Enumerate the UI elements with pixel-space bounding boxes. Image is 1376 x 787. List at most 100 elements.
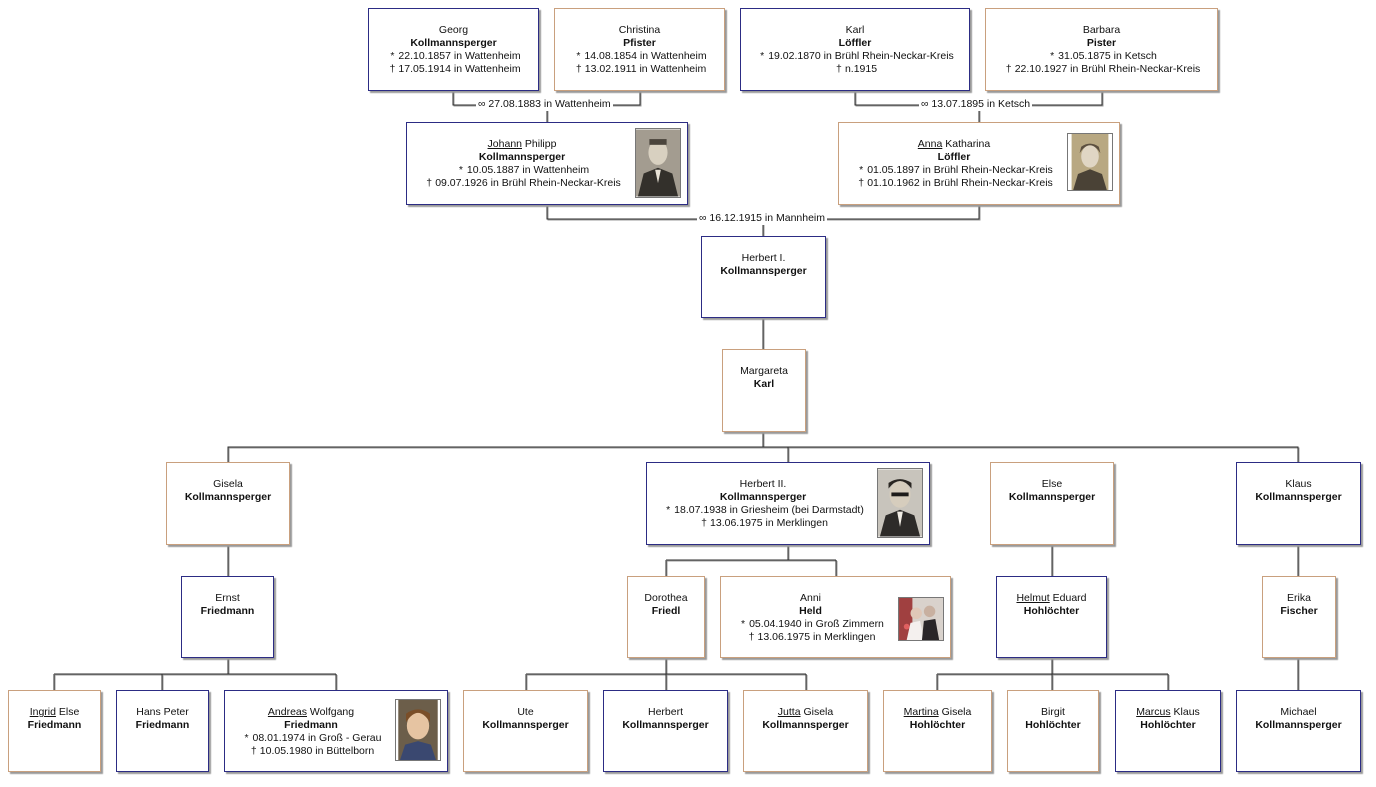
death-icon: † (389, 63, 396, 75)
person-box-dorothea[interactable]: Dorothea Friedl (627, 576, 705, 658)
given-name: Else (58, 706, 80, 718)
person-box-martina[interactable]: Martina Gisela Hohlöchter (883, 690, 992, 772)
person-name: Gisela (213, 478, 243, 490)
person-box-marcus[interactable]: Marcus Klaus Hohlöchter (1115, 690, 1221, 772)
call-name: Helmut (1016, 592, 1050, 604)
person-name: Dorothea (644, 592, 688, 604)
person-box-anni[interactable]: Anni Held *05.04.1940 in Groß Zimmern †1… (720, 576, 951, 658)
person-box-barbara[interactable]: Barbara Pister *31.05.1875 in Ketsch †22… (985, 8, 1218, 91)
person-box-margareta[interactable]: Margareta Karl (722, 349, 806, 432)
birth-icon: * (741, 618, 746, 630)
person-name: Klaus (1285, 478, 1312, 490)
person-box-ute[interactable]: Ute Kollmannsperger (463, 690, 588, 772)
given-name: Eduard (1052, 592, 1087, 604)
person-box-gisela[interactable]: Gisela Kollmannsperger (166, 462, 290, 545)
person-box-hans-peter[interactable]: Hans Peter Friedmann (116, 690, 209, 772)
marriage-date: 27.08.1883 in Wattenheim (488, 98, 611, 110)
person-box-jutta[interactable]: Jutta Gisela Kollmannsperger (743, 690, 868, 772)
person-box-karl[interactable]: Karl Löffler *19.02.1870 in Brühl Rhein-… (740, 8, 970, 91)
death-line: †13.02.1911 in Wattenheim (555, 63, 724, 76)
person-box-anna[interactable]: Anna Katharina Löffler *01.05.1897 in Br… (838, 122, 1120, 205)
death-line: †13.06.1975 in Merklingen (721, 631, 900, 644)
person-box-herbert-ii[interactable]: Herbert II. Kollmannsperger *18.07.1938 … (646, 462, 930, 545)
birth-icon: * (458, 164, 463, 176)
given-name: Wolfgang (309, 706, 355, 718)
person-box-ernst[interactable]: Ernst Friedmann (181, 576, 274, 658)
birth-line: *19.02.1870 in Brühl Rhein-Neckar-Kreis (741, 50, 969, 63)
death-date: 13.06.1975 in Merklingen (757, 631, 876, 643)
person-box-georg[interactable]: Georg Kollmannsperger *22.10.1857 in Wat… (368, 8, 539, 91)
portrait-photo[interactable] (898, 597, 944, 641)
person-box-michael[interactable]: Michael Kollmannsperger (1236, 690, 1361, 772)
person-surname: Hohlöchter (1023, 605, 1080, 617)
birth-date: 31.05.1875 in Ketsch (1058, 50, 1157, 62)
death-icon: † (701, 517, 707, 529)
person-box-johann[interactable]: Johann Philipp Kollmannsperger *10.05.18… (406, 122, 688, 205)
death-icon: † (1005, 63, 1012, 75)
person-surname: Löffler (937, 151, 971, 163)
death-icon: † (575, 63, 582, 75)
person-surname: Löffler (838, 37, 872, 49)
person-box-christina[interactable]: Christina Pfister *14.08.1854 in Wattenh… (554, 8, 725, 91)
person-surname: Fischer (1280, 605, 1318, 617)
person-box-birgit[interactable]: Birgit Hohlöchter (1007, 690, 1099, 772)
birth-icon: * (244, 732, 249, 744)
person-name: Hans Peter (136, 706, 189, 718)
person-name: Martina Gisela (884, 706, 991, 719)
given-name: Klaus (1173, 706, 1200, 718)
birth-date: 10.05.1887 in Wattenheim (466, 164, 590, 176)
person-name: Jutta Gisela (744, 706, 867, 719)
death-icon: † (250, 745, 257, 757)
marriage-icon: ∞ (921, 98, 929, 110)
person-name: Herbert I. (741, 252, 786, 264)
birth-line: *05.04.1940 in Groß Zimmern (721, 618, 900, 631)
death-icon: † (836, 63, 842, 75)
death-line: †17.05.1914 in Wattenheim (369, 63, 538, 76)
person-name: Birgit (1041, 706, 1065, 718)
death-line: †n.1915 (741, 63, 969, 76)
death-date: 09.07.1926 in Brühl Rhein-Neckar-Kreis (435, 177, 621, 189)
birth-line: *01.05.1897 in Brühl Rhein-Neckar-Kreis (839, 164, 1069, 177)
death-date: 13.02.1911 in Wattenheim (584, 63, 707, 75)
death-line: †01.10.1962 in Brühl Rhein-Neckar-Kreis (839, 177, 1069, 190)
birth-date: 08.01.1974 in Groß - Gerau (252, 732, 382, 744)
person-surname: Held (799, 605, 822, 617)
given-name: Katharina (945, 138, 991, 150)
person-box-klaus[interactable]: Klaus Kollmannsperger (1236, 462, 1361, 545)
person-name: Ute (517, 706, 534, 718)
birth-line: *22.10.1857 in Wattenheim (369, 50, 538, 63)
person-surname: Friedmann (135, 719, 190, 731)
person-surname: Kollmannsperger (1255, 719, 1342, 731)
person-box-herbert[interactable]: Herbert Kollmannsperger (603, 690, 728, 772)
call-name: Marcus (1136, 706, 1171, 718)
death-line: †09.07.1926 in Brühl Rhein-Neckar-Kreis (407, 177, 637, 190)
call-name: Andreas (267, 706, 307, 718)
portrait-photo[interactable] (635, 128, 681, 198)
death-date: 22.10.1927 in Brühl Rhein-Neckar-Kreis (1014, 63, 1201, 75)
person-name: Barbara (1082, 24, 1121, 36)
person-name: Ernst (215, 592, 240, 604)
portrait-photo[interactable] (395, 699, 441, 761)
person-surname: Kollmannsperger (622, 719, 709, 731)
person-box-else[interactable]: Else Kollmannsperger (990, 462, 1114, 545)
birth-icon: * (576, 50, 581, 62)
person-box-herbert-i[interactable]: Herbert I. Kollmannsperger (701, 236, 826, 318)
person-name: Marcus Klaus (1116, 706, 1220, 719)
birth-date: 14.08.1854 in Wattenheim (584, 50, 707, 62)
person-surname: Kollmannsperger (478, 151, 566, 163)
birth-line: *10.05.1887 in Wattenheim (407, 164, 637, 177)
portrait-photo[interactable] (1067, 133, 1113, 191)
person-box-andreas[interactable]: Andreas Wolfgang Friedmann *08.01.1974 i… (224, 690, 448, 772)
person-surname: Friedmann (200, 605, 255, 617)
person-surname: Hohlöchter (1025, 719, 1081, 731)
portrait-photo[interactable] (877, 468, 923, 538)
person-box-erika[interactable]: Erika Fischer (1262, 576, 1336, 658)
death-date: 10.05.1980 in Büttelborn (259, 745, 375, 757)
person-box-ingrid[interactable]: Ingrid Else Friedmann (8, 690, 101, 772)
call-name: Jutta (777, 706, 801, 718)
person-name: Helmut Eduard (997, 592, 1106, 605)
person-name: Ingrid Else (9, 706, 100, 719)
person-surname: Hohlöchter (1140, 719, 1196, 731)
person-box-helmut[interactable]: Helmut Eduard Hohlöchter (996, 576, 1107, 658)
call-name: Ingrid (29, 706, 56, 718)
